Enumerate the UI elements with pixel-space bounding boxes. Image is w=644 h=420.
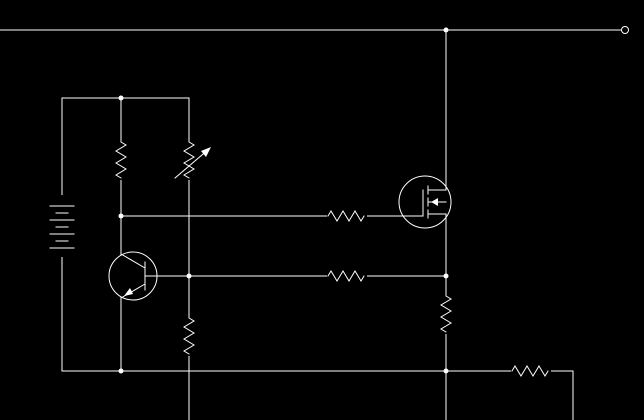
- resistor-icon[interactable]: [327, 269, 367, 283]
- battery-icon[interactable]: [49, 195, 75, 257]
- wires: [0, 29, 622, 420]
- junction-dot: [443, 27, 449, 33]
- resistor-icon[interactable]: [114, 141, 128, 180]
- resistor-icon[interactable]: [439, 295, 453, 334]
- junction-dot: [443, 273, 449, 279]
- resistor-icon[interactable]: [511, 364, 551, 378]
- junction-dot: [186, 273, 192, 279]
- junction-dot: [443, 368, 449, 374]
- variable-resistor-icon[interactable]: [174, 141, 211, 180]
- pnp-transistor-icon[interactable]: [108, 251, 159, 301]
- wire-right-branch: [445, 370, 574, 420]
- junctions: [118, 27, 449, 374]
- terminal-icon[interactable]: [621, 26, 629, 34]
- mosfet-icon[interactable]: [398, 175, 452, 229]
- junction-dot: [118, 95, 124, 101]
- junction-dot: [118, 213, 124, 219]
- junction-dot: [118, 368, 124, 374]
- resistor-icon[interactable]: [327, 209, 367, 223]
- resistor-icon[interactable]: [182, 317, 196, 356]
